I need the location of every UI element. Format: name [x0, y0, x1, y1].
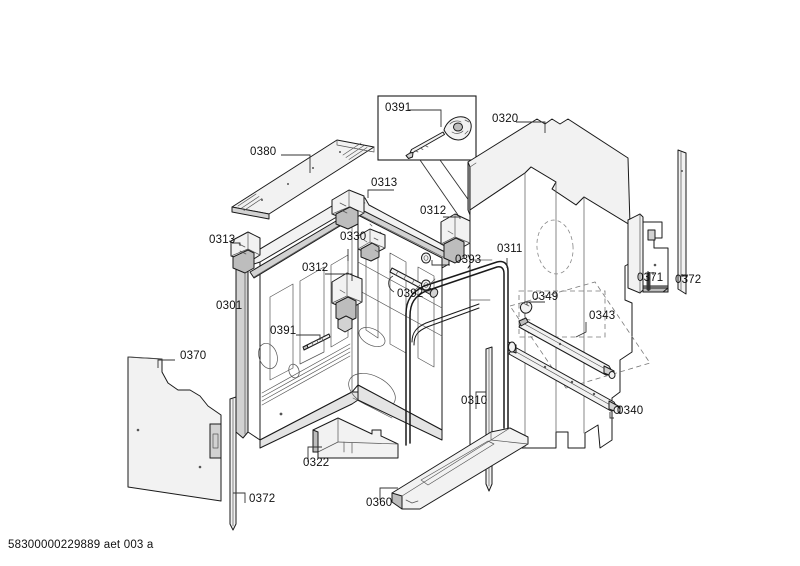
part-0372-trim-left — [229, 396, 246, 531]
callout-label-0391-tub: 0391 — [270, 325, 296, 337]
callout-label-0322: 0322 — [303, 457, 329, 469]
callout-label-0370: 0370 — [180, 350, 206, 362]
callout-labels: 0380 0391 0320 0313 0312 0313 0330 0311 … — [180, 102, 701, 509]
part-0301-tub-body — [235, 193, 450, 449]
callout-label-0343: 0343 — [589, 310, 615, 322]
part-0311-door-frame — [405, 258, 509, 446]
part-0313-corner-bracket-left — [230, 231, 261, 274]
callout-label-0313-left: 0313 — [209, 234, 235, 246]
part-0313-corner-bracket-top — [331, 189, 394, 230]
part-0312-corner-bracket-right — [440, 213, 471, 264]
callout-label-0372-left: 0372 — [249, 493, 275, 505]
callout-label-0311: 0311 — [497, 243, 523, 255]
inset-detail-0391 — [377, 95, 477, 161]
callout-label-0310: 0310 — [461, 395, 487, 407]
callout-label-0380: 0380 — [250, 146, 276, 158]
callout-label-0391-inset: 0391 — [385, 102, 411, 114]
callout-label-0320: 0320 — [492, 113, 518, 125]
callout-label-0340: 0340 — [617, 405, 643, 417]
callout-label-0371: 0371 — [637, 272, 663, 284]
part-0372-trim-right — [677, 149, 688, 295]
callout-label-0393: 0393 — [455, 254, 481, 266]
callout-label-0349: 0349 — [532, 291, 558, 303]
callout-label-0312-left: 0312 — [302, 262, 328, 274]
part-0322-base-pan — [307, 417, 399, 462]
part-0360-plinth — [379, 427, 529, 510]
part-0340-lower-rail — [507, 341, 621, 419]
part-0320-side-panel — [467, 118, 633, 449]
callout-label-0313-top: 0313 — [371, 177, 397, 189]
callout-label-0301: 0301 — [216, 300, 242, 312]
callout-label-0312-right: 0312 — [420, 205, 446, 217]
part-0370-left-panel — [127, 356, 222, 502]
callout-label-0330: 0330 — [340, 231, 366, 243]
part-0312-corner-bracket-left — [325, 272, 363, 333]
callout-label-0392: 0392 — [397, 288, 423, 300]
part-0343-upper-rail — [509, 281, 651, 389]
part-0380-flat-bar — [231, 139, 375, 220]
callout-label-0360: 0360 — [366, 497, 392, 509]
part-0391-screw-tub — [296, 333, 331, 351]
footer-document-code: 58300000229889 aet 003 a — [8, 539, 154, 551]
part-0371-mount-bracket — [627, 213, 669, 294]
part-0330-rail-clip — [347, 228, 386, 262]
callout-label-0372-right: 0372 — [675, 274, 701, 286]
